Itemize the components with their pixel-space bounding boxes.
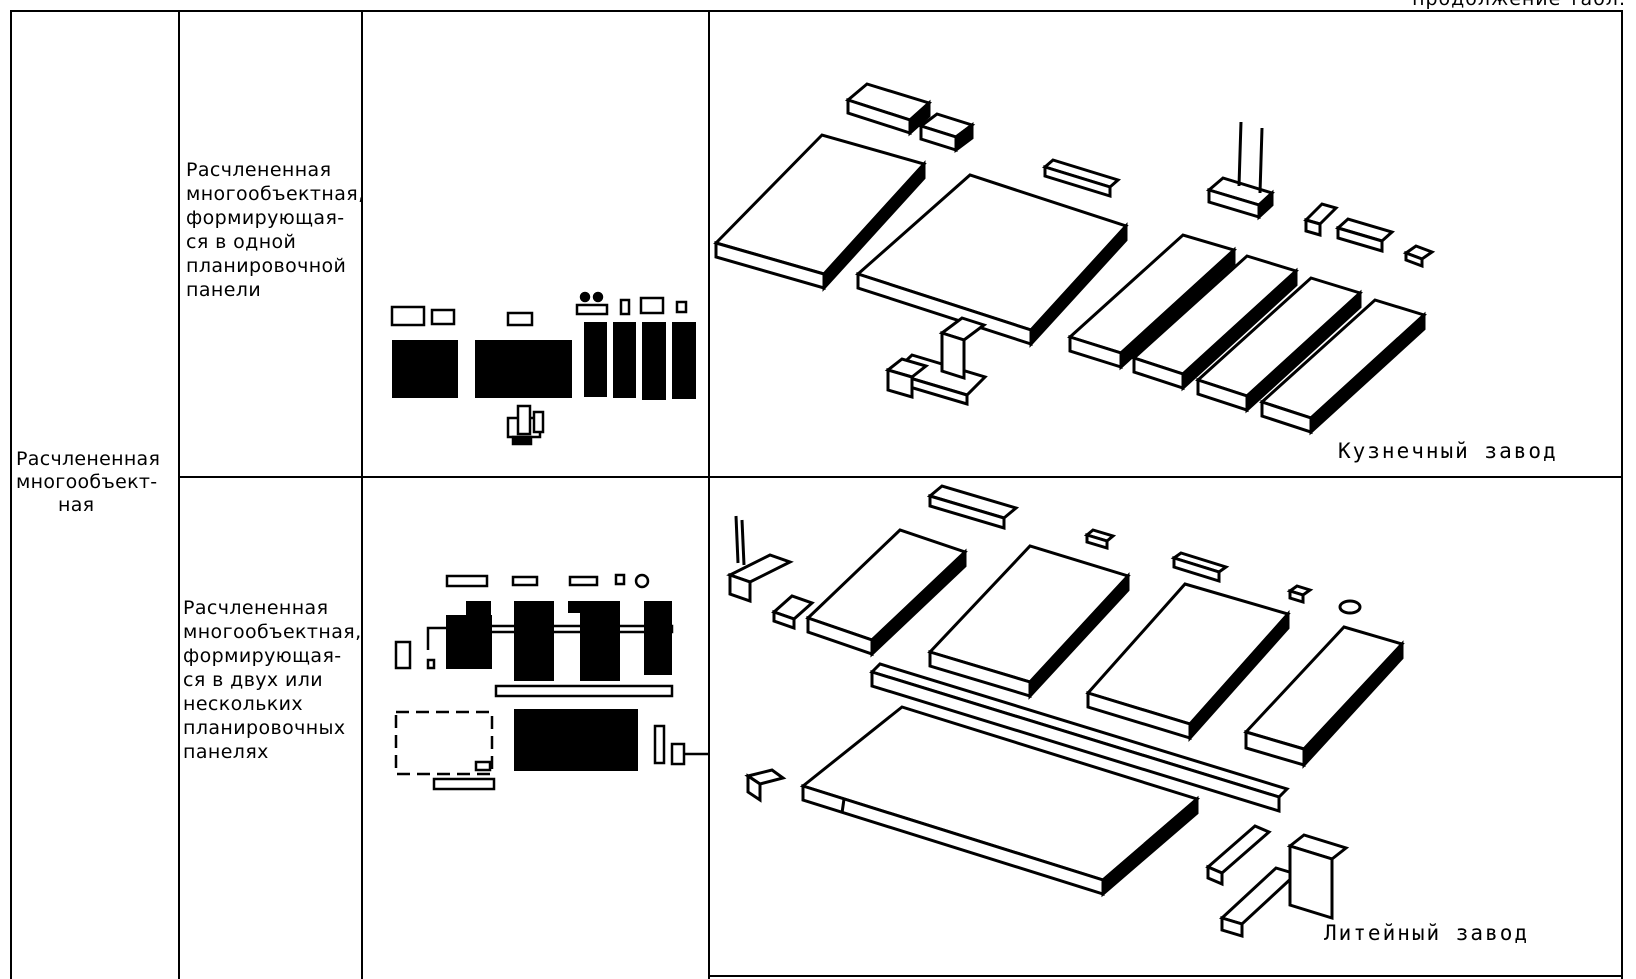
continuation-note: продолжение табл.	[1412, 0, 1626, 10]
table-border-top	[10, 10, 1622, 12]
table-border-right	[1621, 10, 1623, 979]
table-row-divider	[178, 476, 1623, 478]
table-column-divider-2	[361, 10, 363, 979]
main-category-label: Расчлененная многообъект- ная	[16, 448, 161, 516]
row1-type-label: Расчлененная многообъектная, формирующая…	[186, 159, 365, 301]
table-border-left	[10, 10, 12, 979]
row1-caption: Кузнечный завод	[1338, 439, 1558, 463]
table-column-divider-3	[708, 10, 710, 979]
table-column-divider-1	[178, 10, 180, 979]
row2-type-label: Расчлененная многообъектная, формирующая…	[183, 597, 362, 763]
table-border-bottom	[710, 975, 1623, 977]
row2-caption: Литейный завод	[1324, 921, 1530, 945]
